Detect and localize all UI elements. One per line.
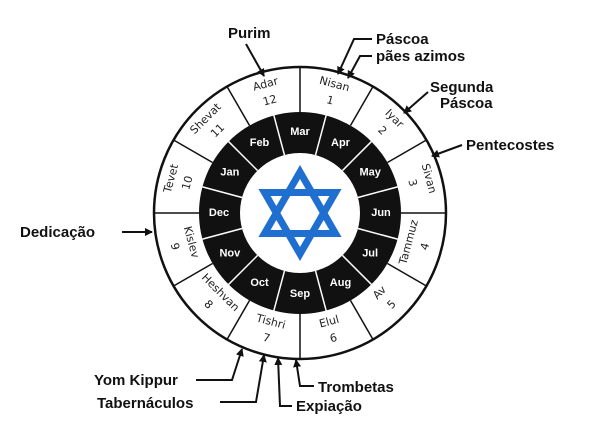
star-triangle-down	[258, 189, 342, 262]
gregorian-month-label: Mar	[290, 126, 310, 138]
outer-divider	[349, 86, 374, 126]
label-trombetas: Trombetas	[318, 379, 394, 396]
arrow-purim	[245, 43, 265, 77]
gregorian-month-label: Dec	[209, 207, 229, 219]
arrow-yom-kippur	[196, 348, 244, 381]
inner-divider	[273, 115, 286, 156]
inner-divider	[341, 141, 372, 172]
arrow-paes-azimos	[347, 55, 372, 79]
gregorian-month-label: Oct	[250, 277, 269, 289]
hebrew-month-number: 9	[168, 241, 182, 251]
hebrew-month-dividers	[154, 67, 446, 359]
outer-divider	[387, 139, 427, 164]
outer-divider	[349, 300, 374, 340]
label-dedicacao: Dedicação	[20, 224, 95, 241]
inner-divider	[341, 254, 372, 285]
gregorian-month-label: Apr	[331, 137, 351, 149]
hebrew-month-number: 1	[325, 93, 335, 107]
hebrew-month-name: Elul	[318, 313, 341, 331]
inner-divider	[357, 186, 398, 199]
gregorian-month-label: Sep	[290, 288, 310, 300]
arrow-expiacao	[274, 357, 292, 407]
inner-divider	[228, 141, 259, 172]
label-expiacao: Expiação	[296, 398, 362, 415]
label-segunda: Segunda	[430, 79, 494, 96]
hebrew-month-number: 10	[179, 174, 195, 191]
outer-divider	[173, 139, 213, 164]
arrow-segunda-pascoa	[403, 91, 429, 114]
star-of-david-icon	[258, 164, 342, 262]
center-disc	[240, 153, 360, 273]
hebrew-month-number: 3	[405, 178, 419, 188]
inner-divider	[314, 115, 327, 156]
label-pentecostes: Pentecostes	[466, 137, 554, 154]
hebrew-month-number: 6	[328, 331, 338, 345]
inner-divider	[202, 227, 243, 240]
arrow-pentecostes	[431, 144, 463, 158]
gregorian-month-label: Jun	[371, 207, 391, 219]
feast-callouts: Purim Páscoa pães azimos Segunda Páscoa …	[20, 25, 554, 415]
hebrew-month-number: 4	[418, 241, 432, 251]
outer-divider	[173, 262, 213, 287]
gregorian-month-label: Aug	[330, 277, 351, 289]
arrow-trombetas	[293, 359, 314, 387]
inner-divider	[314, 270, 327, 311]
outer-divider	[226, 300, 251, 340]
gregorian-month-label: Feb	[250, 137, 270, 149]
inner-divider	[228, 254, 259, 285]
outer-divider	[387, 262, 427, 287]
label-tabernaculos: Tabernáculos	[97, 395, 193, 412]
gregorian-month-label: Jan	[220, 166, 239, 178]
gregorian-month-dividers	[202, 115, 398, 311]
label-pascoa: Páscoa	[376, 31, 429, 48]
inner-divider	[357, 227, 398, 240]
hebrew-month-name: Adar	[251, 74, 280, 93]
calendar-wheel: Nisan1Iyar2Sivan3Tammuz4Av5Elul6Tishri7H…	[152, 65, 448, 361]
label-segunda-pascoa: Páscoa	[440, 95, 493, 112]
hebrew-month-number: 7	[261, 331, 271, 345]
outer-divider	[226, 86, 251, 126]
inner-divider	[273, 270, 286, 311]
arrow-pascoa	[337, 38, 372, 75]
gregorian-month-label: Nov	[219, 247, 241, 259]
star-triangle-up	[258, 164, 342, 237]
gregorian-month-label: Jul	[362, 247, 378, 259]
label-purim: Purim	[228, 25, 271, 42]
inner-divider	[202, 186, 243, 199]
gregorian-month-label: May	[359, 166, 381, 178]
arrow-tabernaculos	[220, 354, 267, 403]
label-yom-kippur: Yom Kippur	[94, 372, 178, 389]
label-paes-azimos: pães azimos	[376, 48, 465, 65]
hebrew-month-number: 12	[261, 92, 278, 108]
